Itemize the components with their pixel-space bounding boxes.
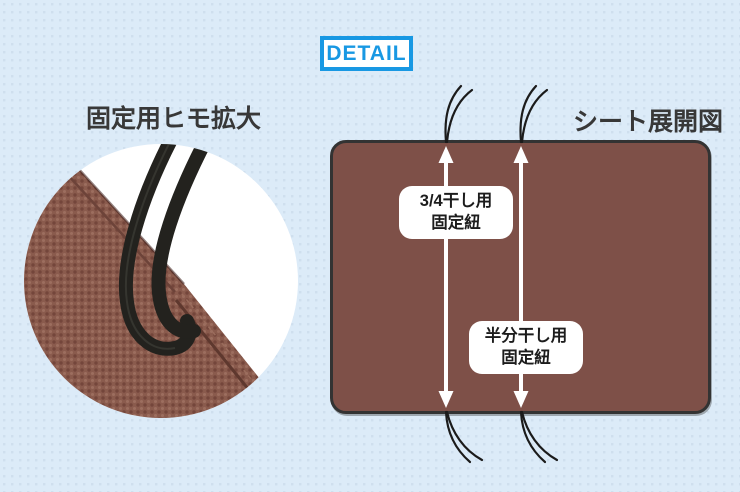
photo-heading: 固定用ヒモ拡大 bbox=[86, 105, 262, 133]
detail-badge-label: DETAIL bbox=[326, 41, 407, 65]
label-line-2: 固定紐 bbox=[501, 348, 551, 367]
sheet-heading: シート展開図 bbox=[573, 108, 724, 136]
label-line-1: 3/4干し用 bbox=[419, 192, 493, 211]
cord-strand-inner bbox=[151, 144, 215, 339]
fabric-corner bbox=[24, 144, 272, 418]
fixing-cord-photo bbox=[24, 144, 298, 418]
label-three-quarter-drying-cord: 3/4干し用 固定紐 bbox=[399, 186, 513, 239]
detail-badge: DETAIL bbox=[320, 36, 413, 71]
label-line-1: 半分干し用 bbox=[484, 327, 568, 346]
cord-strand-outer bbox=[118, 144, 197, 356]
label-half-drying-cord: 半分干し用 固定紐 bbox=[469, 321, 583, 374]
label-line-2: 固定紐 bbox=[431, 213, 481, 232]
